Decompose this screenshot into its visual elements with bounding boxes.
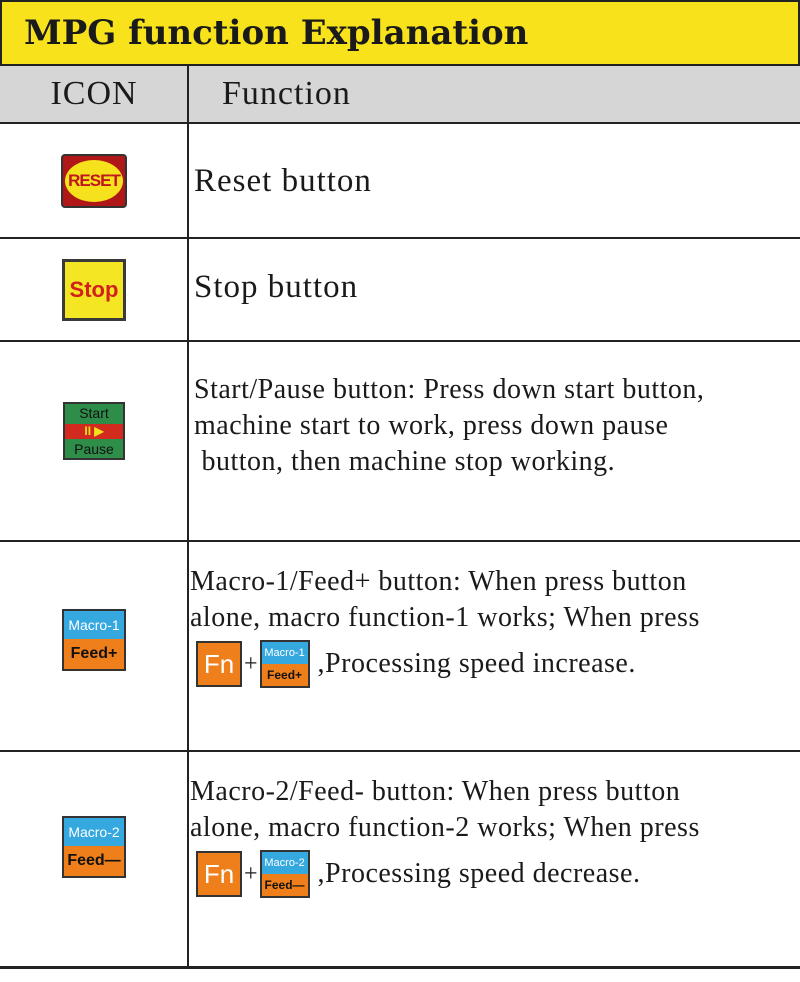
fn-key-icon: Fn [196,851,242,897]
macro-2-description-line: alone, macro function-2 works; When pres… [190,812,700,843]
table-row: Macro-2 Feed— Macro-2/Feed- button: When… [0,752,800,966]
row-divider [0,540,800,542]
start-label: Start [79,405,109,421]
reset-icon-label: RESET [65,160,123,202]
macro-1-description-line: Macro-1/Feed+ button: When press button [190,566,687,597]
table-title: MPG function Explanation [0,0,800,66]
stop-description: Stop button [194,268,359,305]
table-row: RESET Reset button [0,124,800,238]
column-divider [187,66,189,966]
table-row: Macro-1 Feed+ Macro-1/Feed+ button: When… [0,542,800,750]
table-row: Start II ▶ Pause Start/Pause button: Pre… [0,342,800,540]
macro-2-feed-minus-small-icon: Macro-2 Feed— [259,850,310,898]
fn-combo: Fn + Macro-1 Feed+ ,Processing speed inc… [196,638,796,690]
reset-description: Reset button [194,162,372,199]
plus-sign: + [244,650,258,677]
play-pause-icon: II ▶ [65,423,123,439]
header-icon-column: ICON [50,75,138,112]
macro-1-description-line: alone, macro function-1 works; When pres… [190,602,700,633]
macro-2-description-line: Macro-2/Feed- button: When press button [190,776,681,807]
pause-label: Pause [74,441,114,457]
fn-combo: Fn + Macro-2 Feed— ,Processing speed dec… [196,848,796,900]
speed-decrease-text: ,Processing speed decrease. [317,858,641,889]
table-row: Stop Stop button [0,239,800,341]
table-bottom-border [0,966,800,969]
table-header: ICON Function [0,66,800,124]
start-pause-description-line: Start/Pause button: Press down start but… [194,374,705,405]
speed-increase-text: ,Processing speed increase. [317,648,636,679]
macro-1-feed-plus-small-icon: Macro-1 Feed+ [259,640,310,688]
plus-sign: + [244,860,258,887]
macro-1-feed-plus-icon: Macro-1 Feed+ [62,609,126,671]
stop-icon: Stop [62,259,126,321]
start-pause-icon: Start II ▶ Pause [63,402,125,460]
row-divider [0,750,800,752]
start-pause-description-line: machine start to work, press down pause [194,410,669,441]
header-function-column: Function [222,75,351,112]
row-divider [0,237,800,239]
reset-icon: RESET [61,154,127,208]
fn-key-icon: Fn [196,641,242,687]
start-pause-description-line: button, then machine stop working. [194,446,616,477]
row-divider [0,340,800,342]
macro-2-feed-minus-icon: Macro-2 Feed— [62,816,126,878]
